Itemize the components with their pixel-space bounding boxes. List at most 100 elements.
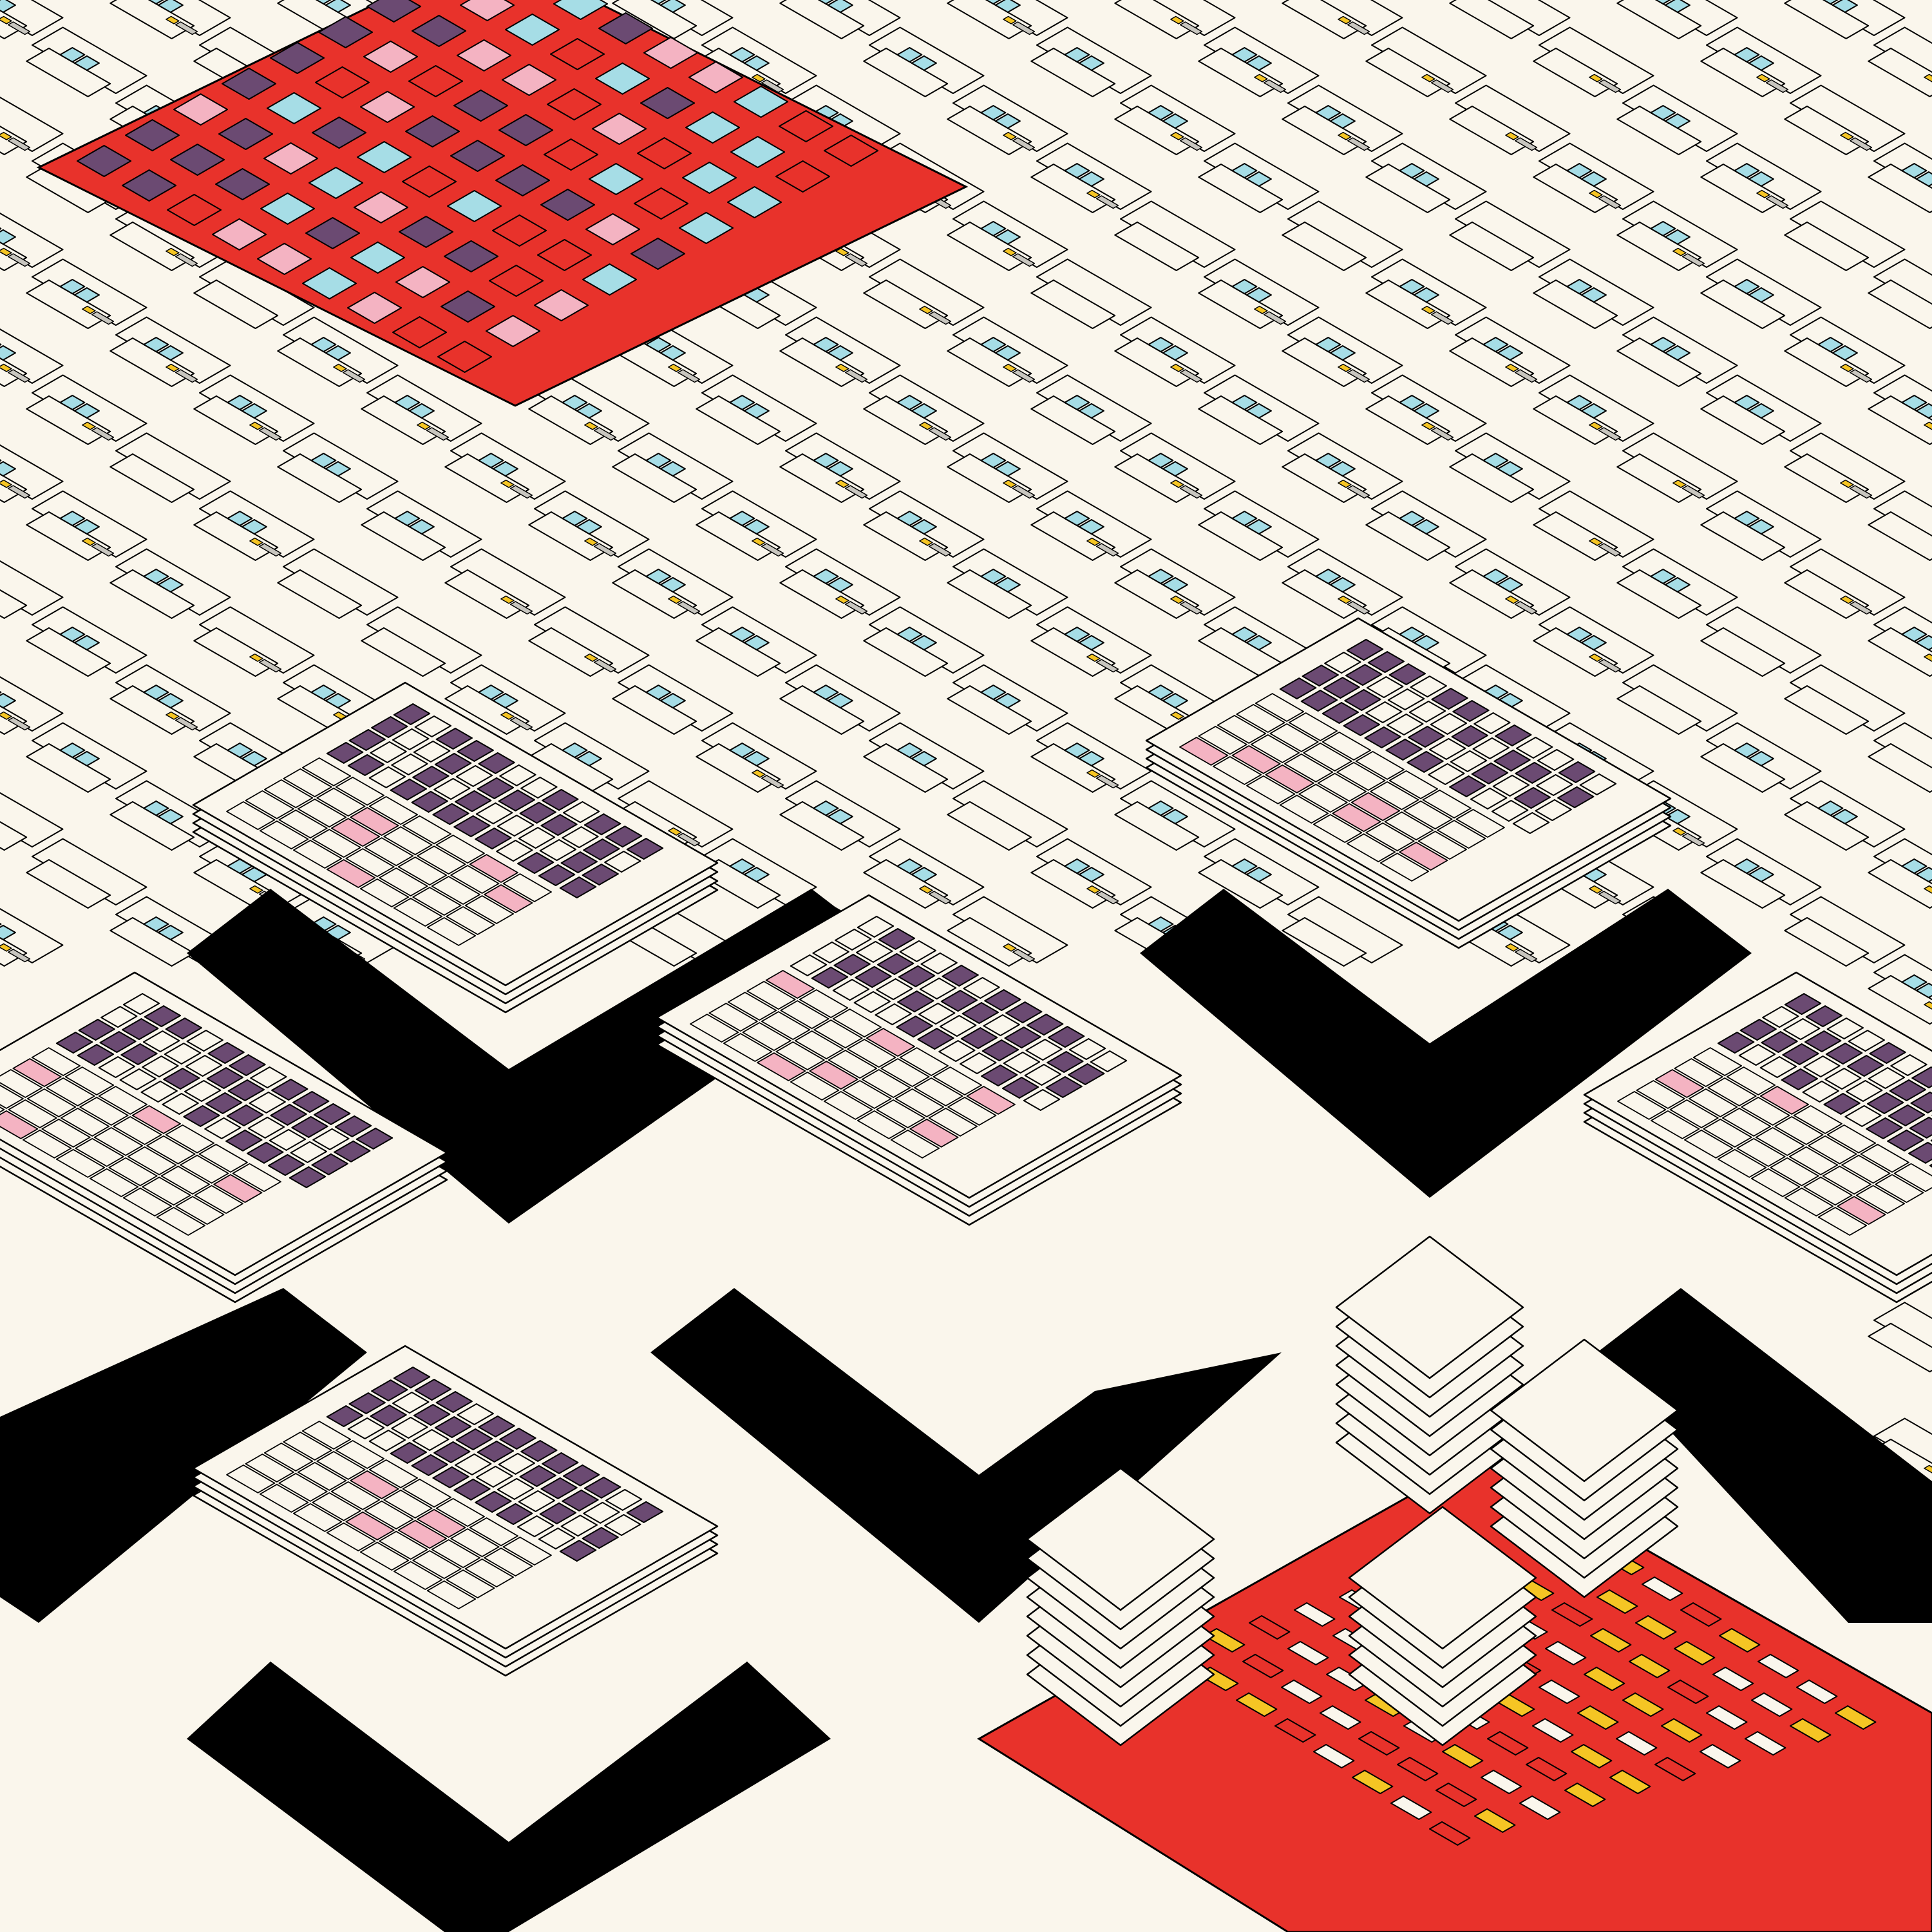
circuit-cell (947, 316, 1068, 387)
chip-blue (394, 511, 421, 526)
chip-blue (1748, 287, 1774, 303)
bar-cell (140, 1081, 178, 1103)
bar-cell (1045, 1076, 1083, 1098)
chip-blue (1664, 229, 1690, 245)
chip-blue (576, 751, 602, 766)
red-block-tile (727, 186, 782, 218)
circuit-cell (779, 432, 901, 503)
bar-cell (1826, 1018, 1864, 1039)
circuit-pad-upper (696, 627, 781, 677)
circuit-cell (947, 896, 1068, 967)
white-tower (1026, 1467, 1215, 1747)
grid-cell (1893, 1163, 1932, 1192)
grid-cell (1654, 1069, 1705, 1098)
circuit-pad-upper (1533, 48, 1618, 97)
circuit-pad-upper (863, 859, 949, 909)
red-bottom-tile (1667, 1680, 1709, 1704)
red-block-tile (682, 162, 737, 194)
circuit-pad-upper (947, 337, 1032, 387)
circuit-cell (1784, 200, 1906, 271)
chip-blue (73, 751, 100, 766)
circuit-cell (779, 548, 901, 619)
chip-grey (1095, 195, 1119, 209)
bar-cell (518, 1490, 556, 1512)
red-block-tile (685, 111, 741, 144)
bar-cell (1929, 1164, 1932, 1168)
circuit-pad-upper (863, 511, 949, 561)
card-stack (1145, 617, 1672, 949)
bar-cell (984, 989, 1021, 1011)
bar-cell (348, 729, 386, 751)
chip-yellow (1421, 305, 1435, 314)
bar-cell (559, 1540, 597, 1562)
bar-cell (1005, 1001, 1043, 1023)
grid-cell (232, 1163, 281, 1192)
circuit-cell (1616, 0, 1738, 39)
grid-cell (431, 876, 480, 905)
circuit-cell (26, 606, 147, 677)
red-bottom-tile (1674, 1641, 1716, 1665)
bar-cell (1428, 763, 1465, 785)
circuit-cell (1282, 316, 1403, 387)
grid-cell (1750, 1168, 1801, 1197)
grid-cell (1784, 1188, 1834, 1217)
red-bottom-tile (1519, 1795, 1561, 1820)
bar-cell (249, 1092, 286, 1113)
chip-grey (1598, 427, 1622, 441)
bar-cell (455, 765, 493, 787)
bar-cell (604, 1514, 641, 1536)
bar-cell (334, 1115, 372, 1137)
chip-grey (509, 717, 533, 731)
bar-cell (477, 1441, 515, 1463)
circuit-cell (779, 0, 901, 39)
circuit-pad-upper (1616, 222, 1702, 271)
chip-blue (813, 569, 839, 584)
bar-cell (626, 838, 664, 860)
circuit-cell (612, 664, 734, 735)
circuit-cell (779, 780, 901, 851)
red-block-tile (592, 113, 647, 145)
chip-yellow (1003, 479, 1017, 488)
grid-cell (914, 1077, 963, 1106)
circuit-cell (26, 838, 147, 909)
red-block-tile (630, 238, 686, 270)
circuit-cell (1533, 374, 1654, 445)
bar-cell (876, 953, 914, 975)
circuit-pad-upper (696, 743, 781, 793)
bar-cell (1579, 773, 1617, 795)
chip-blue (1413, 519, 1439, 535)
chip-yellow (584, 653, 598, 662)
circuit-pad-upper (277, 453, 363, 503)
chip-blue (1580, 287, 1607, 303)
chip-blue (980, 685, 1007, 700)
bar-cell (247, 1142, 284, 1164)
chip-blue (743, 55, 770, 71)
circuit-pad-upper (947, 0, 1032, 39)
bar-cell (1047, 1026, 1085, 1048)
circuit-cell (1700, 142, 1822, 213)
bar-cell (498, 790, 535, 811)
circuit-pad-upper (1365, 48, 1451, 97)
circuit-cell (1533, 606, 1654, 677)
chip-blue (325, 461, 351, 477)
chip-blue (1497, 345, 1523, 361)
chip-grey (258, 659, 282, 673)
red-block-tile (444, 240, 499, 272)
grid-cell (364, 1501, 414, 1530)
bar-cell (1782, 1043, 1819, 1065)
bar-cell (392, 1392, 430, 1414)
circuit-cell (696, 606, 817, 677)
circuit-cell (193, 374, 315, 445)
bar-cell (583, 838, 620, 860)
circuit-pad-upper (1868, 743, 1932, 793)
bar-cell (433, 1441, 471, 1463)
chip-grey (844, 485, 868, 499)
bar-cell (1323, 677, 1360, 699)
circuit-pad-upper (1114, 106, 1200, 155)
red-block-tile (395, 266, 451, 298)
bar-cell (1888, 1104, 1926, 1126)
grid-cell (933, 1066, 982, 1095)
bar-cell (162, 1093, 199, 1115)
red-block-tile (775, 160, 831, 193)
